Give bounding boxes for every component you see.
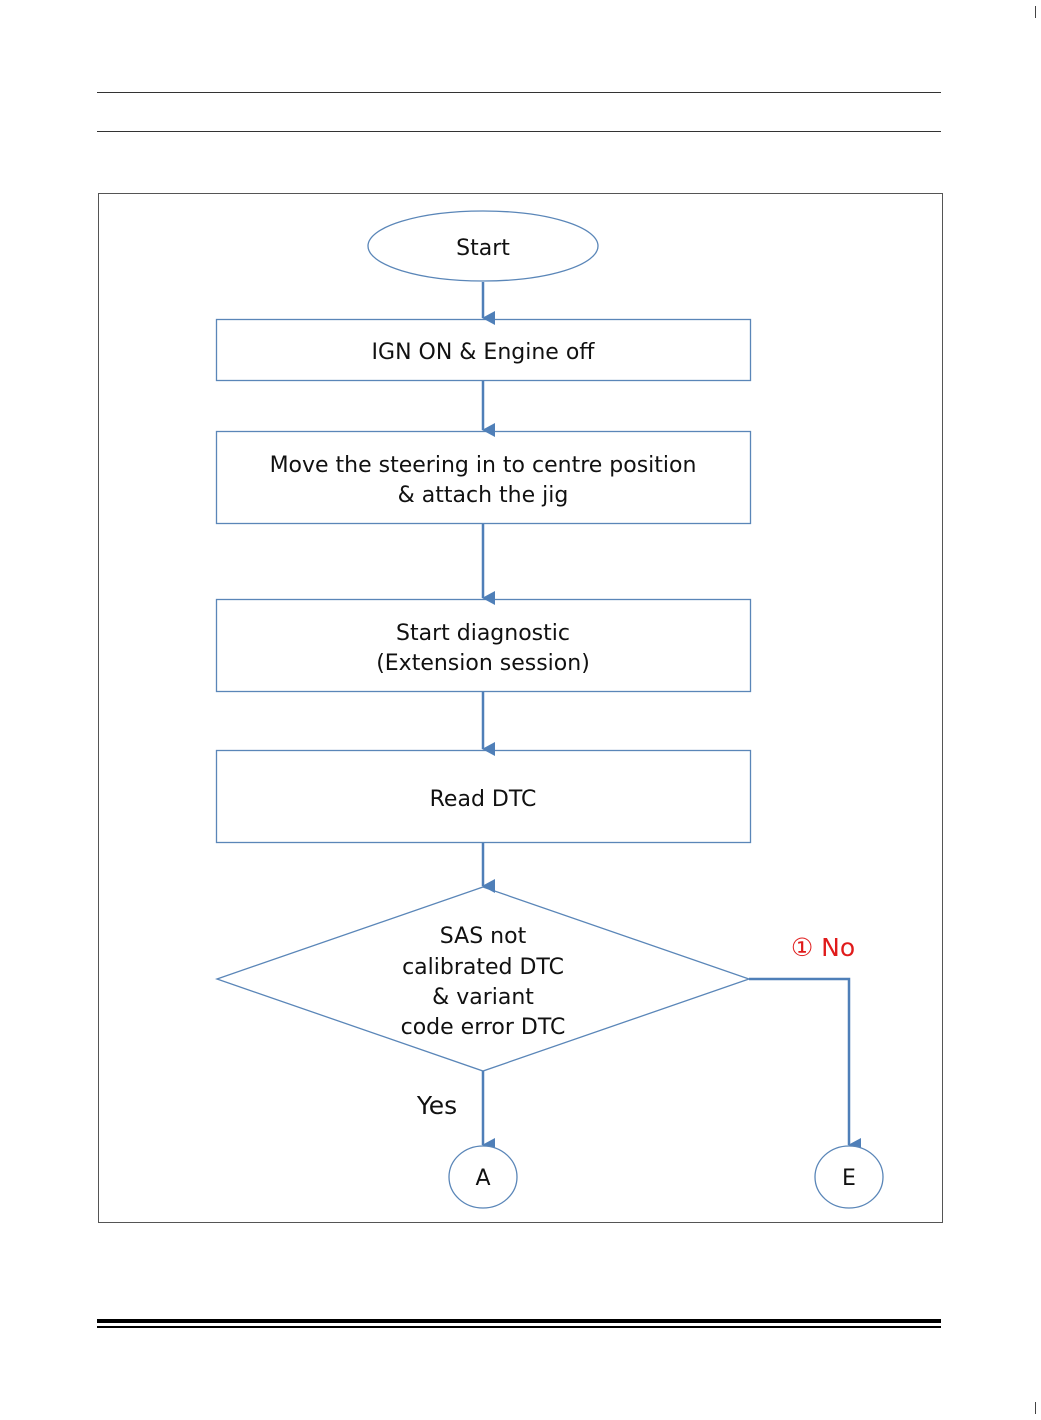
flowchart-frame [98, 193, 943, 1223]
connector-e: E [814, 1145, 884, 1209]
header-rule-bottom [97, 131, 941, 132]
footer-rule-thick [97, 1319, 941, 1323]
step-steering-centre: Move the steering in to centre position … [215, 430, 752, 525]
decision-line3: & variant [432, 985, 534, 1010]
step-diagnostic-line1: Start diagnostic [396, 621, 570, 646]
step-steering-line1: Move the steering in to centre position [270, 453, 697, 478]
start-label: Start [456, 236, 510, 261]
footer-rule-thin [97, 1326, 941, 1328]
step-read-dtc-label: Read DTC [430, 787, 537, 812]
step-read-dtc: Read DTC [215, 749, 752, 844]
connector-e-label: E [842, 1166, 856, 1191]
connector-a-label: A [475, 1166, 490, 1191]
no-label: ① No [791, 933, 855, 962]
arrow-no-to-e [749, 977, 861, 1152]
step-steering-line2: & attach the jig [398, 483, 569, 508]
page-edge-mark-top [1035, 6, 1036, 18]
start-node: Start [367, 210, 599, 282]
decision-line2: calibrated DTC [402, 955, 564, 980]
decision-sas-dtc: SAS not calibrated DTC & variant code er… [215, 886, 751, 1072]
yes-label: Yes [416, 1091, 457, 1120]
step-start-diagnostic: Start diagnostic (Extension session) [215, 598, 752, 693]
header-rule-top [97, 92, 941, 93]
connector-a: A [448, 1145, 518, 1209]
step-diagnostic-line2: (Extension session) [376, 651, 590, 676]
step-ign-on: IGN ON & Engine off [215, 318, 752, 382]
step-ign-on-label: IGN ON & Engine off [372, 340, 596, 365]
page-edge-mark-bottom [1035, 1402, 1036, 1414]
decision-line4: code error DTC [401, 1015, 566, 1040]
decision-line1: SAS not [440, 924, 527, 949]
